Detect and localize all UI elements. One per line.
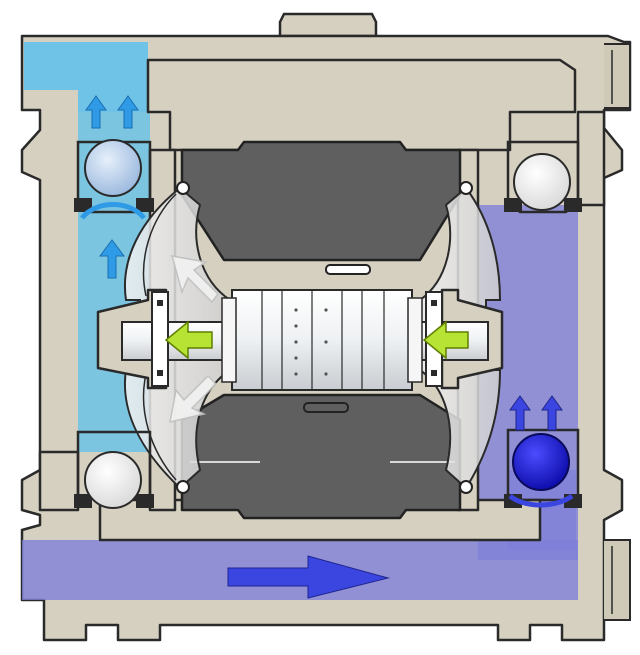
air-supply-arrows [164,320,469,360]
right-upper-valve [504,140,582,214]
air-port-slot-top [325,264,371,275]
arrow-up-icon [117,95,139,129]
bolt-icon [176,181,190,195]
arrow-up-icon [509,395,531,431]
arrow-left-icon [164,320,213,360]
bolt-icon [459,181,473,195]
arrow-up-icon [541,395,563,431]
left-lower-valve [74,430,154,509]
air-chamber-bottom [180,393,462,520]
air-exhaust-arrows [169,255,219,423]
arrow-up-icon [99,239,125,279]
check-ball-lifted [84,139,142,197]
suction-flow-arrows [80,95,146,279]
right-flange [604,43,631,109]
arrow-up-left-icon [170,255,219,304]
bolt-icon [459,480,473,494]
arrow-left-icon [422,320,469,360]
discharge-port-flange [278,12,378,38]
spool-body [231,289,413,391]
check-ball-seated [513,153,571,211]
bolt-icon [176,480,190,494]
diaphragm-bolts [176,181,473,494]
air-port-slot-bottom [303,402,349,413]
check-ball-seated [84,451,142,509]
air-chamber-top [180,140,462,262]
check-ball-lifted [512,433,570,491]
right-lower-flange [604,539,631,621]
arrow-up-icon [85,95,107,129]
arrow-right-icon [227,555,390,599]
air-chamber [180,140,462,520]
arrow-down-left-icon [169,374,218,423]
discharge-flow-arrows [227,395,574,599]
